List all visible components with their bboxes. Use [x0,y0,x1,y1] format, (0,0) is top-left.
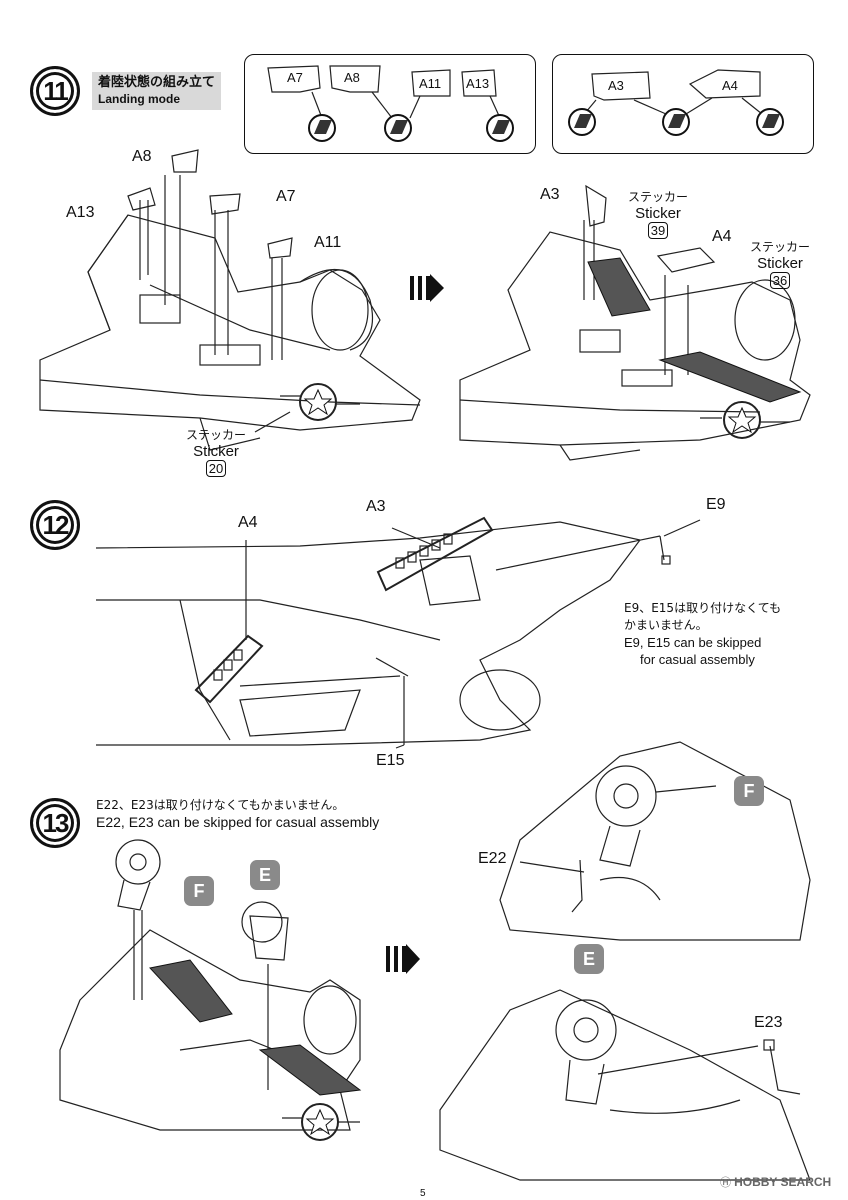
sticker-36-area [658,351,802,403]
panel-a4 [194,634,264,704]
sticker-39-area [587,257,651,317]
step-13-note-jp: E22、E23は取り付けなくてもかまいません。 [96,798,345,812]
badge-e-right: E [574,944,604,974]
badge-f-right: F [734,776,764,806]
sticker-step13-area [149,959,233,1023]
badge-f-left: F [184,876,214,906]
part-label-e9: E9 [706,496,726,513]
part-label-e15: E15 [376,752,405,769]
step-11-title-tag: 着陸状態の組み立て Landing mode [92,72,222,110]
legend-box-right [552,54,814,154]
legend-part-a7: A7 [287,70,303,85]
part-label-e23: E23 [754,1014,783,1031]
panel-a3 [376,516,494,592]
legend-part-a4: A4 [722,78,738,93]
part-label-a3: A3 [540,186,560,203]
step-11-title-en: Landing mode [98,92,180,106]
part-label-a4-step12: A4 [238,514,258,531]
part-label-a3-step12: A3 [366,498,386,515]
legend-art [267,65,784,142]
badge-e-left: E [250,860,280,890]
part-label-e22: E22 [478,850,507,867]
step-12-note: E9、E15は取り付けなくても かまいません。 E9, E15 can be s… [624,601,782,667]
sticker-callout-20: ステッカー Sticker 20 [186,428,247,477]
step-13-number: 13 [30,798,80,848]
part-label-a7: A7 [276,188,296,205]
part-label-a4: A4 [712,228,732,245]
page-number: 5 [420,1188,426,1199]
step-13-note-en: E22, E23 can be skipped for casual assem… [96,814,380,830]
watermark-icon: Ⓗ [720,1177,731,1189]
sticker-callout-39: ステッカー Sticker 39 [628,190,689,239]
legend-part-a11: A11 [419,76,442,91]
part-label-a13: A13 [66,204,95,221]
step-12-number: 12 [30,500,80,550]
sticker-callout-36: ステッカー Sticker 36 [750,240,811,289]
legend-part-a3: A3 [608,78,624,93]
legend-part-a8: A8 [344,70,360,85]
part-label-a8: A8 [132,148,152,165]
legend-part-a13: A13 [466,76,490,91]
step-11-number: 11 [30,66,80,116]
watermark: Ⓗ HOBBY SEARCH [720,1175,832,1189]
step-11-title-jp: 着陸状態の組み立て [98,75,216,90]
part-label-a11: A11 [314,234,342,251]
